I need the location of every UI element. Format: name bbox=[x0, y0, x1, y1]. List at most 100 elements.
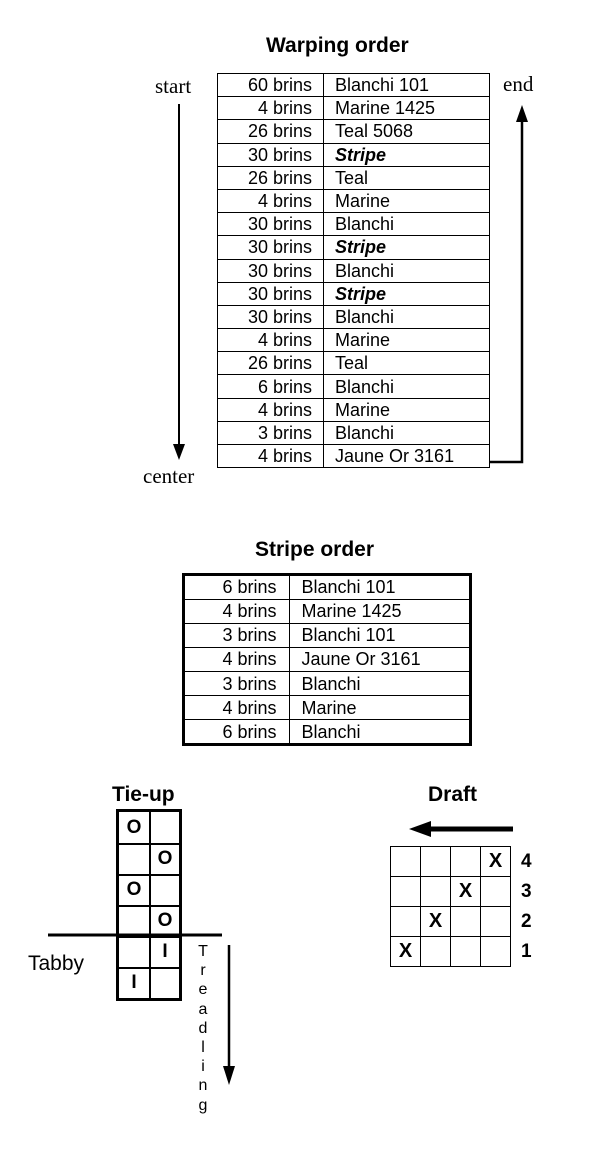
warping-count-cell: 4 brins bbox=[217, 443, 324, 469]
draft-shaft-number: 2 bbox=[521, 911, 532, 932]
stripe-color-cell: Marine bbox=[288, 695, 469, 721]
draft-cell: X bbox=[480, 846, 511, 877]
warping-order-title: Warping order bbox=[266, 34, 409, 57]
treadling-letter: d bbox=[198, 1019, 208, 1037]
warping-color-cell: Teal 5068 bbox=[323, 119, 490, 144]
warping-color-cell: Blanchi bbox=[323, 212, 490, 237]
draft-cell: X bbox=[390, 936, 421, 967]
stripe-color-cell: Blanchi 101 bbox=[288, 622, 469, 648]
tieup-cell: O bbox=[157, 847, 173, 869]
stripe-order-title: Stripe order bbox=[255, 538, 375, 561]
tieup-row-divider bbox=[119, 843, 179, 845]
draft-shaft-number: 1 bbox=[521, 941, 532, 962]
draft-shaft-number: 3 bbox=[521, 881, 532, 902]
draft-cell bbox=[420, 936, 451, 967]
draft-cell bbox=[390, 846, 421, 877]
tieup-row-divider bbox=[119, 967, 179, 969]
draft-direction-arrow bbox=[409, 821, 513, 837]
down-arrowhead bbox=[173, 444, 185, 460]
stripe-color-cell: Blanchi bbox=[288, 670, 469, 697]
treadling-arrowhead bbox=[223, 1066, 235, 1085]
draft-cell bbox=[450, 846, 481, 877]
draft-cell: X bbox=[420, 906, 451, 937]
treadling-letter: e bbox=[198, 981, 208, 999]
draft-cell bbox=[480, 906, 511, 937]
draft-cell bbox=[480, 936, 511, 967]
tieup-row-divider bbox=[119, 905, 179, 907]
warping-color-cell: Stripe bbox=[323, 142, 490, 167]
center-to-end-arrow bbox=[489, 118, 524, 464]
draft-cell bbox=[450, 936, 481, 967]
treadling-letter: r bbox=[200, 962, 206, 980]
treadling-letter: l bbox=[201, 1039, 205, 1057]
warping-color-cell: Blanchi 101 bbox=[323, 72, 490, 98]
up-arrowhead bbox=[516, 105, 528, 122]
tieup-cell: I bbox=[162, 940, 168, 962]
treadling-letter: a bbox=[198, 1000, 208, 1018]
warping-color-cell: Blanchi bbox=[323, 304, 490, 330]
stripe-color-cell: Blanchi 101 bbox=[288, 576, 469, 600]
warping-color-cell: Stripe bbox=[323, 281, 490, 306]
treadling-letter: T bbox=[198, 943, 208, 960]
end-label: end bbox=[503, 72, 534, 96]
tieup-lines bbox=[48, 933, 235, 1085]
center-label: center bbox=[143, 464, 195, 488]
stripe-count-cell: 3 brins bbox=[185, 670, 290, 697]
warping-count-cell: 30 brins bbox=[217, 258, 324, 283]
warping-count-cell: 4 brins bbox=[217, 188, 324, 214]
tieup-title: Tie-up bbox=[112, 783, 175, 806]
warping-color-cell: Blanchi bbox=[323, 374, 490, 399]
stripe-count-cell: 6 brins bbox=[185, 576, 290, 600]
treadling-letter: g bbox=[198, 1096, 208, 1114]
draft-cell bbox=[420, 876, 451, 907]
warping-color-cell: Marine 1425 bbox=[323, 96, 490, 121]
warping-count-cell: 26 brins bbox=[217, 119, 324, 144]
draft-shaft-number: 4 bbox=[521, 851, 532, 872]
stripe-count-cell: 6 brins bbox=[185, 719, 290, 743]
stripe-count-cell: 4 brins bbox=[185, 646, 290, 672]
warping-count-cell: 4 brins bbox=[217, 96, 324, 121]
warping-color-cell: Jaune Or 3161 bbox=[323, 443, 490, 469]
tieup-row-divider bbox=[119, 936, 179, 938]
tieup-cell: O bbox=[157, 909, 173, 931]
stripe-count-cell: 4 brins bbox=[185, 598, 290, 624]
tabby-label: Tabby bbox=[28, 952, 85, 975]
stripe-count-cell: 4 brins bbox=[185, 695, 290, 721]
stripe-color-cell: Marine 1425 bbox=[288, 598, 469, 624]
warping-color-cell: Marine bbox=[323, 188, 490, 214]
draft-cell: X bbox=[450, 876, 481, 907]
stripe-color-cell: Blanchi bbox=[288, 719, 469, 743]
warping-count-cell: 6 brins bbox=[217, 374, 324, 399]
draft-cell bbox=[390, 906, 421, 937]
treadling-letter: i bbox=[201, 1058, 205, 1076]
tieup-cell: O bbox=[126, 816, 142, 838]
warping-arrows bbox=[173, 104, 528, 464]
draft-cell bbox=[420, 846, 451, 877]
start-label: start bbox=[155, 74, 192, 98]
draft-cell bbox=[450, 906, 481, 937]
stripe-count-cell: 3 brins bbox=[185, 622, 290, 648]
tieup-cell bbox=[119, 843, 149, 874]
tieup-cell: I bbox=[131, 971, 137, 993]
warping-color-cell: Stripe bbox=[323, 235, 490, 260]
